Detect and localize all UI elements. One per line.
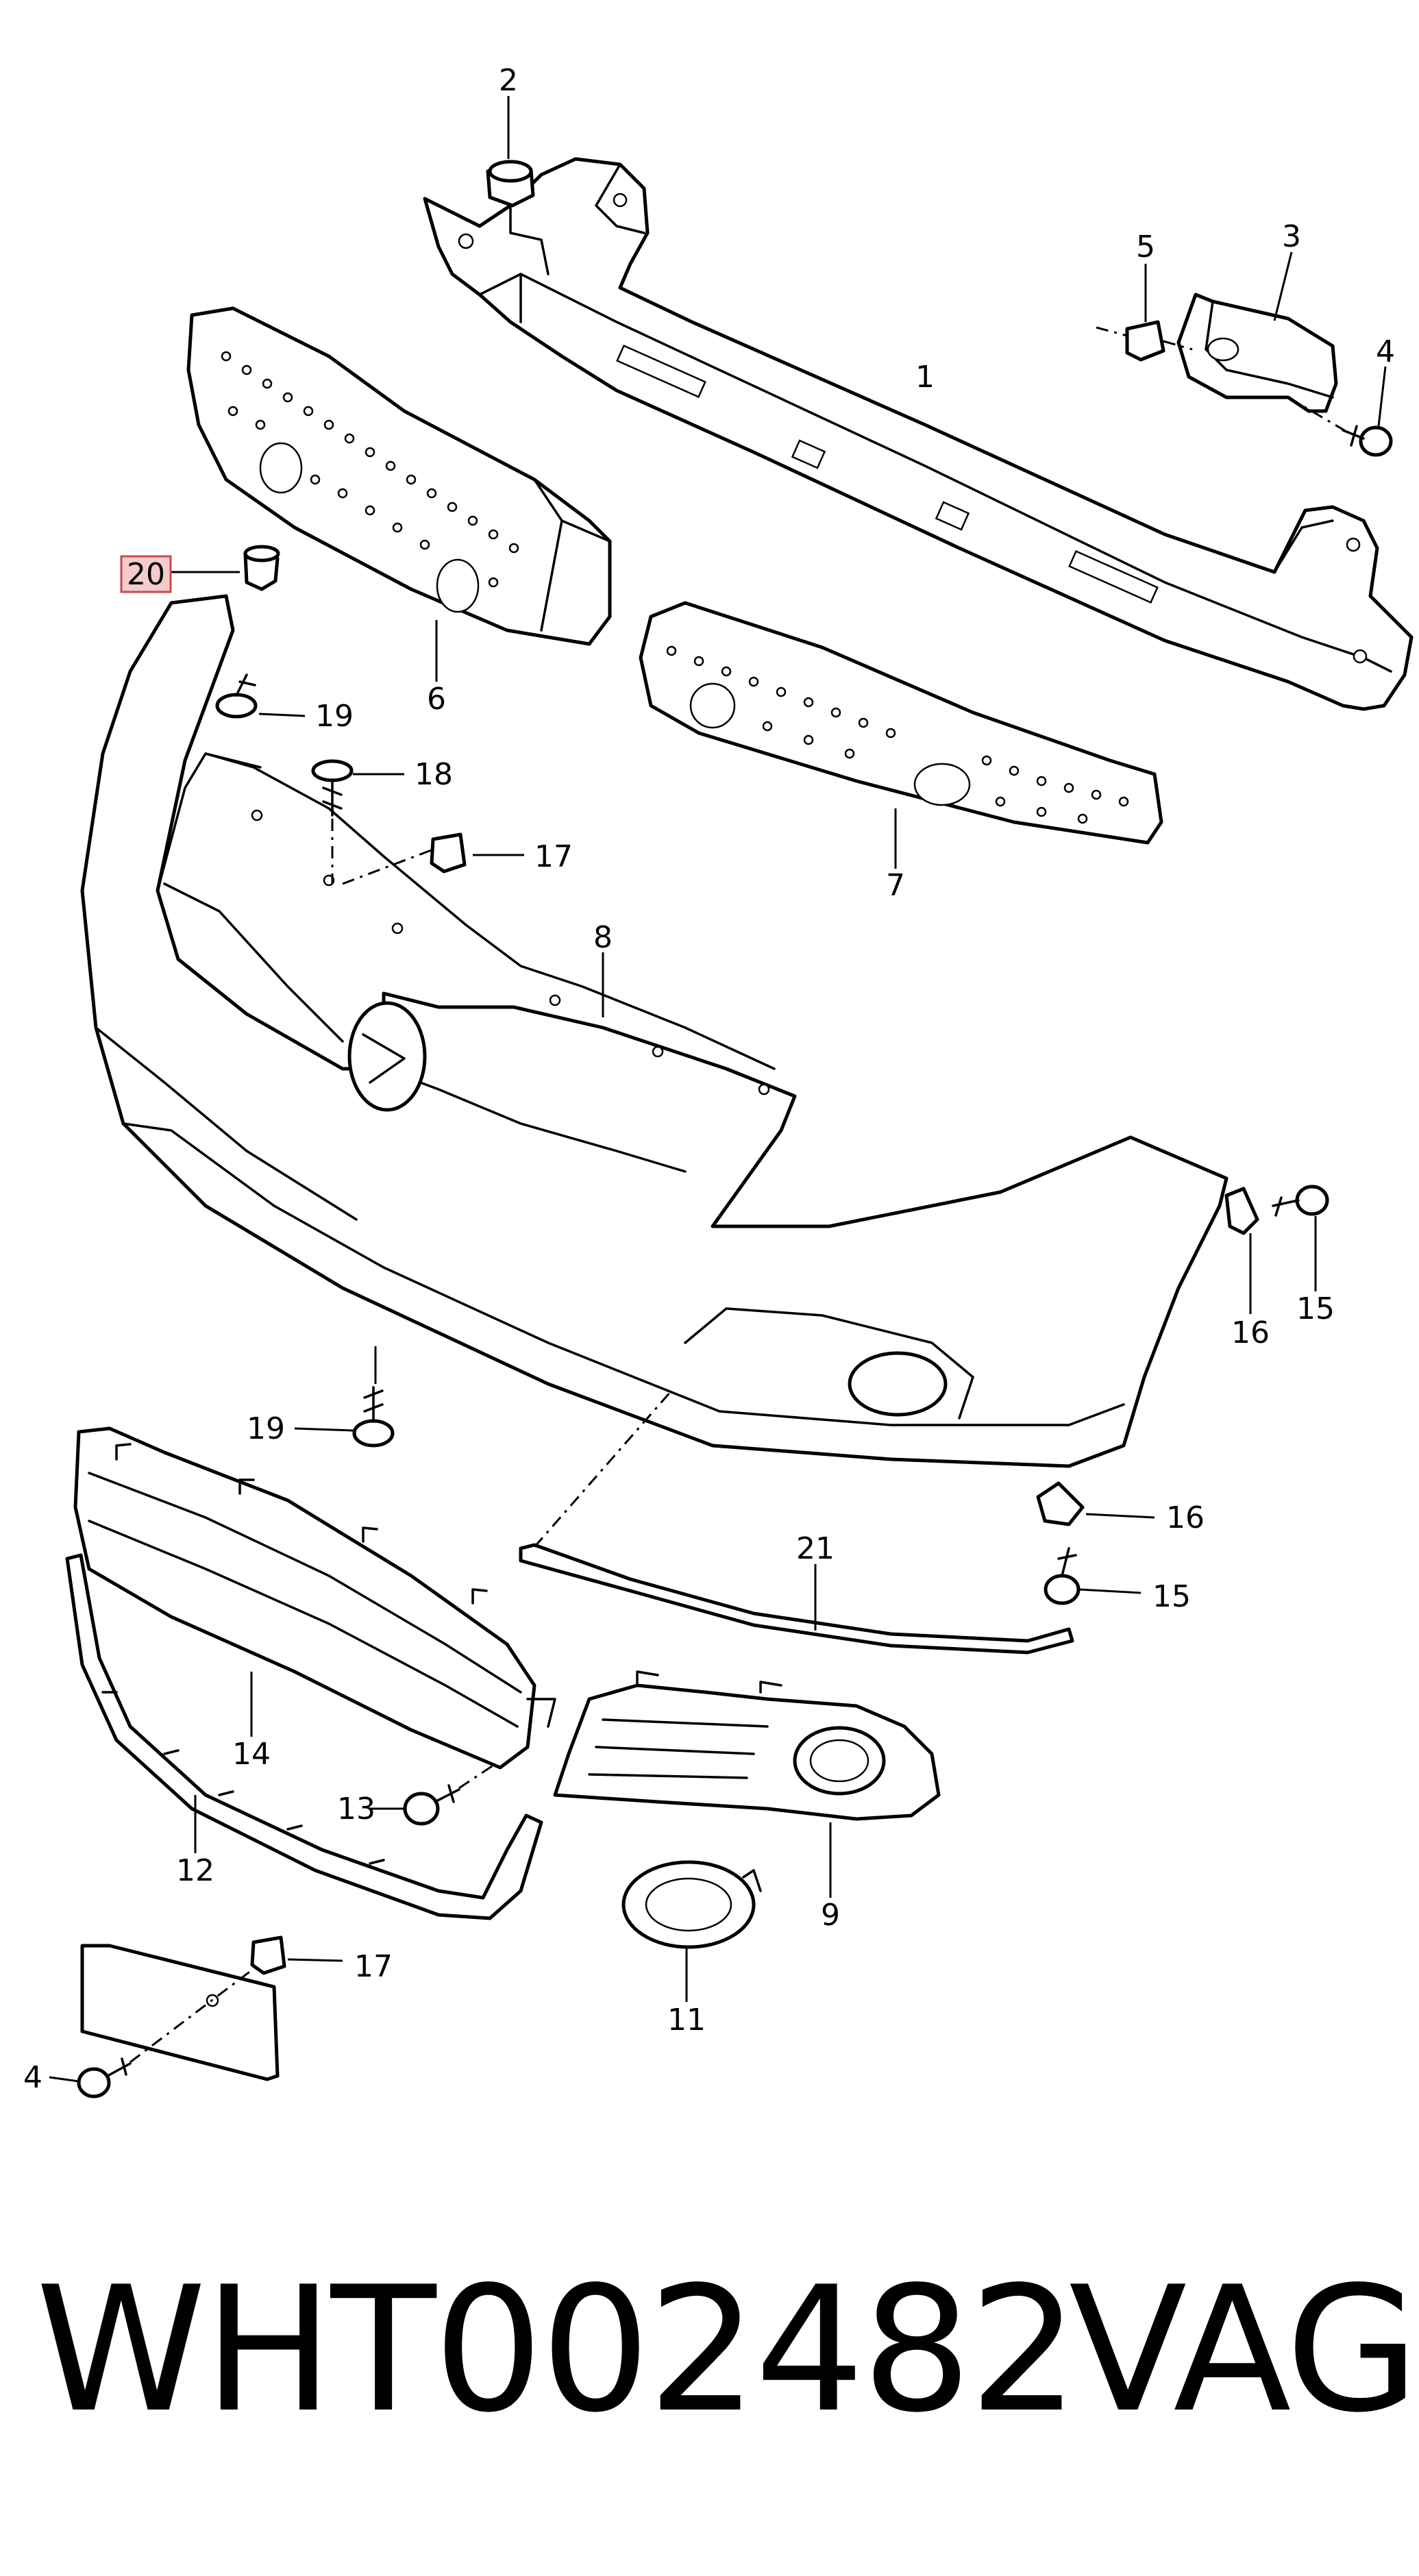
part-licence-plate-holder — [80, 1944, 280, 2081]
callout-number: 14 — [232, 1737, 271, 1772]
callout-number: 8 — [593, 920, 613, 955]
part-bumper-cover — [80, 594, 1229, 1468]
callout-number: 15 — [1152, 1579, 1191, 1614]
part-screw — [49, 1965, 258, 2098]
part-mounting-bracket — [1176, 251, 1338, 413]
callout-16: 16 — [1166, 1500, 1205, 1535]
part-fog-lamp-trim-ring — [621, 1860, 762, 2002]
part-number-label: WHT002482 — [36, 2250, 1079, 2451]
callout-13: 13 — [337, 1792, 375, 1826]
manufacturer-label: VAG — [1069, 2250, 1419, 2451]
callout-3: 3 — [1282, 219, 1301, 254]
part-moulding-strip — [519, 1390, 1074, 1655]
callout-6: 6 — [427, 682, 446, 717]
callout-19: 19 — [315, 699, 354, 734]
callout-4: 4 — [23, 2060, 42, 2095]
part-impact-absorber-left — [186, 306, 612, 682]
callout-7: 7 — [886, 868, 905, 903]
callout-number: 17 — [534, 839, 573, 874]
callout-17: 17 — [354, 1949, 393, 1984]
callout-number: 11 — [667, 2003, 706, 2038]
part-screw-with-collar — [215, 673, 306, 719]
part-lower-trim-strip — [65, 1553, 543, 1920]
callout-number: 2 — [499, 63, 518, 98]
part-radiator-grille — [73, 1426, 556, 1770]
callout-number: 19 — [247, 1411, 285, 1446]
part-clip — [1036, 1481, 1155, 1526]
callout-14: 14 — [232, 1737, 271, 1772]
part-screw-with-washer — [311, 759, 404, 884]
callout-8: 8 — [593, 920, 613, 955]
callout-9: 9 — [821, 1898, 840, 1933]
part-fog-lamp-grille — [553, 1670, 941, 1898]
callout-number: 19 — [315, 699, 354, 734]
callout-number: 15 — [1296, 1291, 1335, 1326]
callout-17: 17 — [534, 839, 573, 874]
callout-number: 3 — [1282, 219, 1301, 254]
callout-number: 5 — [1136, 230, 1155, 264]
callout-4: 4 — [1376, 334, 1395, 369]
callout-number: 4 — [1376, 334, 1395, 369]
callout-number: 12 — [176, 1853, 214, 1888]
part-clip — [1224, 1187, 1259, 1314]
callout-number: 13 — [337, 1792, 375, 1826]
part-impact-absorber-right — [639, 601, 1163, 869]
part-clip-nut — [342, 832, 524, 885]
callout-16: 16 — [1231, 1315, 1270, 1350]
callout-number: 16 — [1231, 1315, 1270, 1350]
callout-number: 1 — [915, 360, 935, 395]
callout-1: 1 — [915, 360, 935, 395]
part-screw — [1272, 1185, 1329, 1291]
callout-number: 17 — [354, 1949, 393, 1984]
part-screw — [1287, 366, 1393, 457]
callout-12: 12 — [176, 1853, 214, 1888]
callout-number: 18 — [415, 757, 453, 792]
callout-number: 9 — [821, 1898, 840, 1933]
part-screw-with-collar — [294, 1346, 395, 1448]
callout-15: 15 — [1152, 1579, 1191, 1614]
callout-15: 15 — [1296, 1291, 1335, 1326]
callout-number: 21 — [796, 1531, 835, 1566]
callout-20: 20 — [120, 555, 172, 593]
callout-number: 20 — [127, 557, 165, 592]
part-bumper-reinforcement-bar — [423, 157, 1414, 711]
part-clip-nut — [250, 1935, 343, 1975]
callout-18: 18 — [415, 757, 453, 792]
callout-2: 2 — [499, 63, 518, 98]
part-nut — [486, 96, 535, 208]
callout-19: 19 — [247, 1411, 285, 1446]
callout-11: 11 — [667, 2003, 706, 2038]
callout-number: 7 — [886, 868, 905, 903]
callout-number: 6 — [427, 682, 446, 717]
part-clip-nut — [1096, 264, 1193, 362]
part-screw — [1044, 1547, 1142, 1605]
part-expanding-clip — [171, 545, 280, 591]
callout-number: 4 — [23, 2060, 42, 2095]
callout-5: 5 — [1136, 230, 1155, 264]
callout-highlight-box — [120, 555, 172, 593]
callout-number: 16 — [1166, 1500, 1205, 1535]
callout-21: 21 — [796, 1531, 835, 1566]
